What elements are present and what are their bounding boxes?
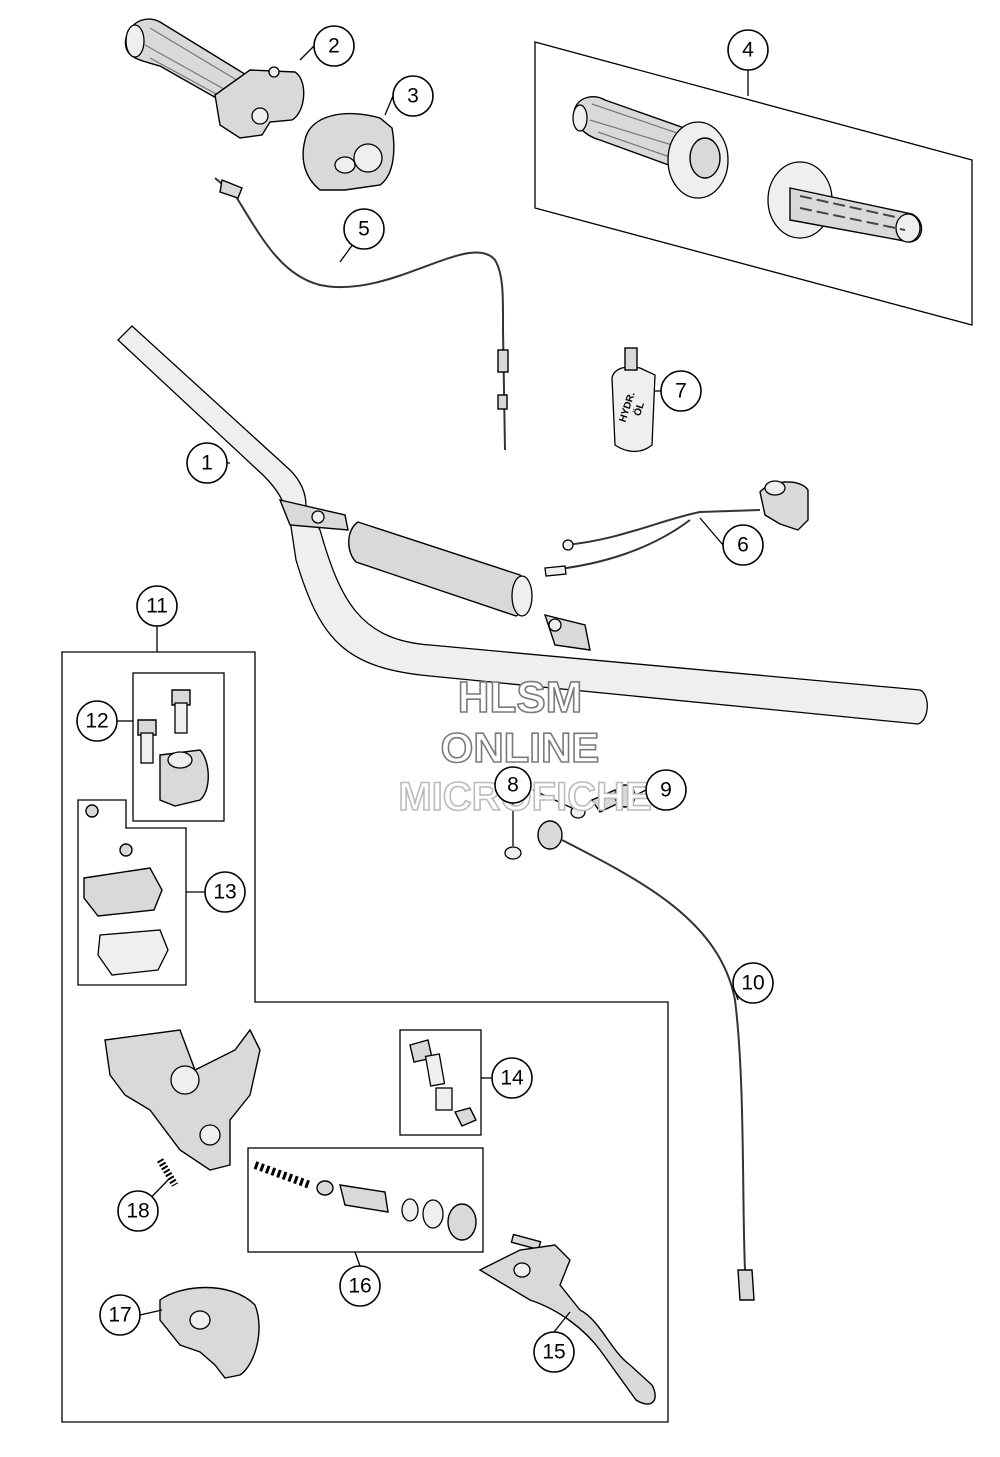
callout-label: 10 [741,972,764,995]
callout-label: 4 [742,39,754,62]
callout-label: 15 [542,1341,565,1364]
callout-label: 13 [213,881,236,904]
hydraulic-oil-bottle: HYDR. ÖL [611,347,656,453]
callout-15: 15 [533,1331,575,1373]
callout-label: 1 [201,452,213,475]
callout-2: 2 [313,25,355,67]
group-box-4 [534,41,973,326]
throttle-housing-cover [302,112,395,191]
callout-label: 18 [126,1200,149,1223]
clutch-lever [478,1233,656,1405]
callout-7: 7 [660,370,702,412]
callout-1: 1 [186,442,228,484]
hydraulic-oil-label-2: ÖL [630,400,647,417]
spring [156,1158,179,1187]
callout-label: 9 [660,779,672,802]
watermark-line-1: HLSM [458,673,583,722]
watermark-line-2: ONLINE [441,724,600,771]
group-box-13 [77,799,187,986]
group-box-12 [132,672,225,822]
callout-5: 5 [343,208,385,250]
callout-label: 7 [675,380,687,403]
callout-label: 2 [328,35,340,58]
callout-6: 6 [722,524,764,566]
o-rings [504,805,586,860]
callout-13: 13 [204,871,246,913]
callout-16: 16 [339,1265,381,1307]
callout-label: 14 [500,1067,524,1090]
callout-3: 3 [392,75,434,117]
handlebar [117,325,928,725]
callout-label: 8 [507,774,519,797]
callout-label: 3 [407,85,419,108]
master-cylinder [104,1028,261,1171]
throttle-grip [124,18,305,139]
brake-hose [537,820,755,1301]
lever-guard [159,1286,260,1379]
grip-set [572,96,923,243]
callout-label: 12 [85,710,108,733]
callout-11: 11 [136,585,178,627]
group-box-14 [399,1029,482,1136]
callout-label: 11 [146,595,168,618]
callout-17: 17 [99,1294,141,1336]
callout-12: 12 [76,700,118,742]
reservoir-cover [83,804,169,976]
callout-14: 14 [491,1057,533,1099]
callout-label: 6 [737,534,749,557]
callout-4: 4 [727,29,769,71]
callout-label: 17 [108,1304,131,1327]
adjusting-screw [409,1039,477,1127]
callout-10: 10 [732,962,774,1004]
group-box-11 [61,651,669,1423]
banjo-bolt [590,784,636,813]
callout-label: 5 [358,218,370,241]
callout-8: 8 [494,766,532,804]
group-box-16 [247,1147,484,1253]
callout-label: 16 [348,1275,371,1298]
callout-9: 9 [645,769,687,811]
callout-18: 18 [117,1190,159,1232]
clamp-screws [137,689,209,807]
kill-switch [544,480,809,577]
piston-kit [253,1161,477,1241]
throttle-cable [214,177,509,451]
